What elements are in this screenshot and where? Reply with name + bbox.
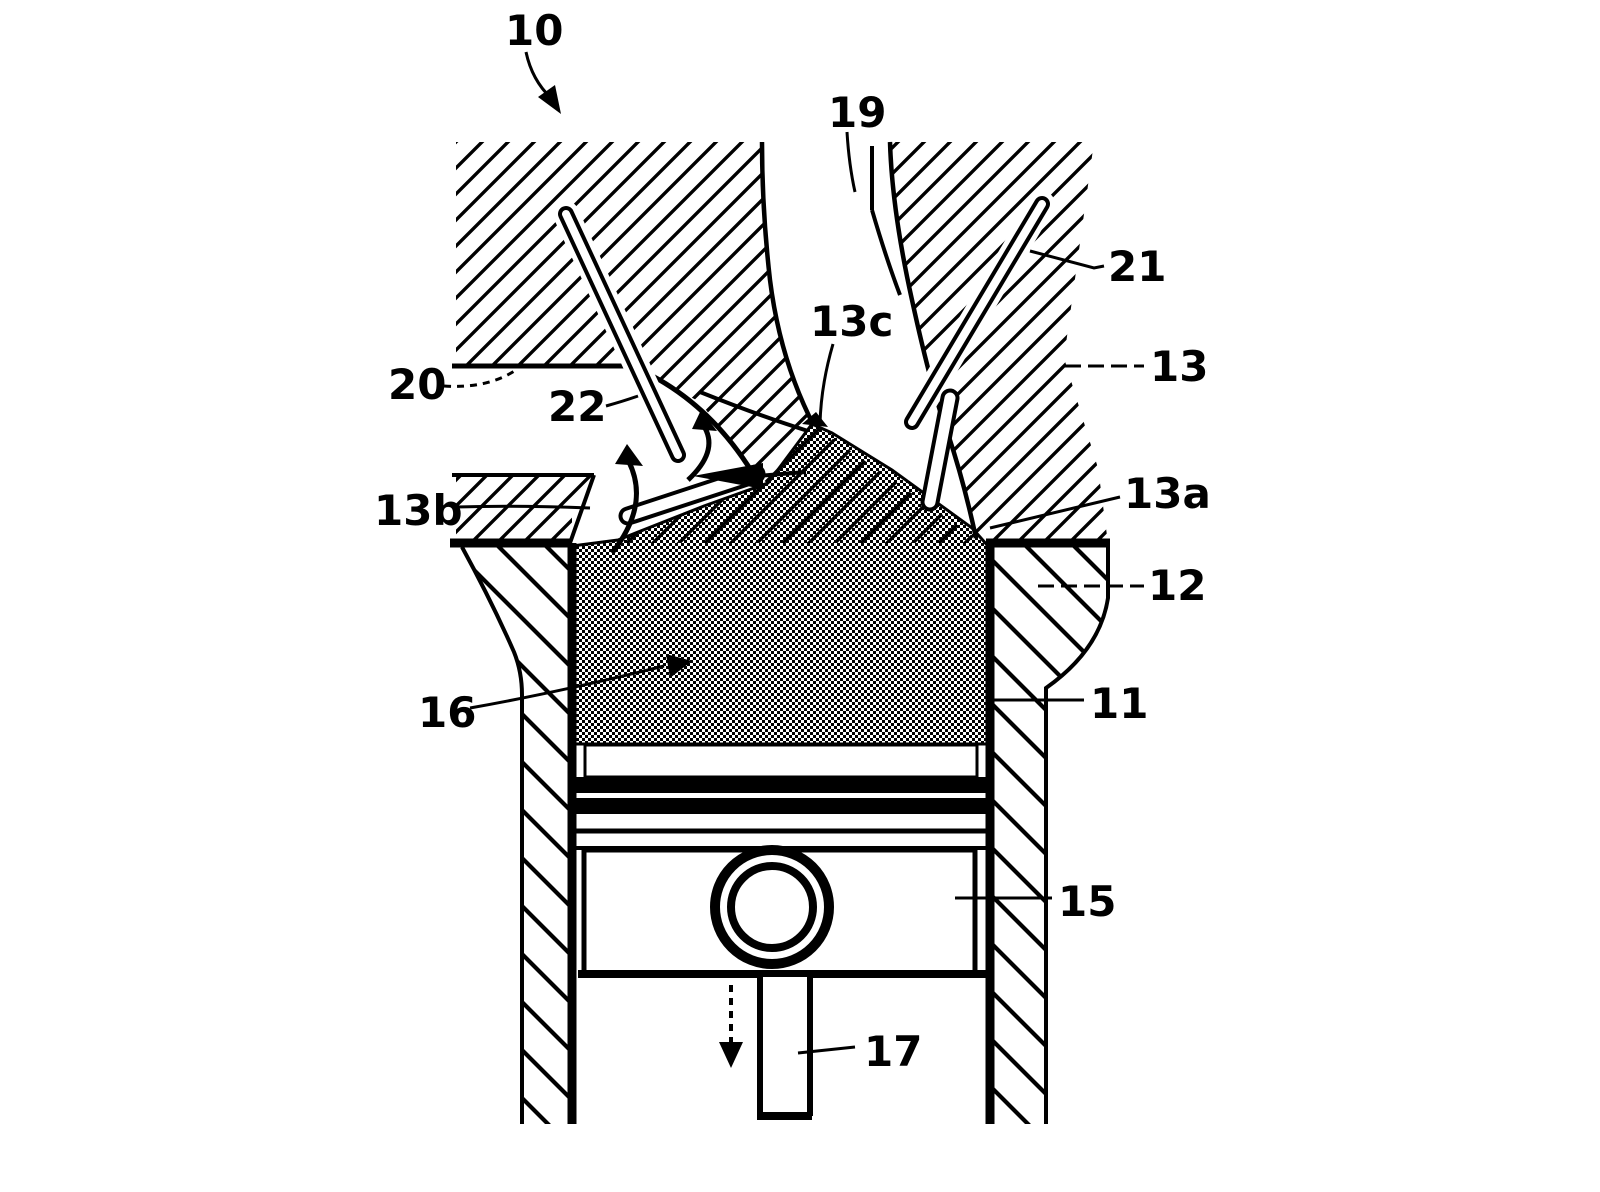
leader-20 [443,368,517,388]
label-13c: 13c [810,297,893,346]
piston-ring-1 [572,777,988,793]
label-22: 22 [548,382,606,431]
reference-labels: 10 19 21 13c 13 20 22 13b 13a 12 16 11 1… [374,6,1211,1076]
piston-motion-arrow [719,985,743,1068]
connecting-rod [757,977,813,1120]
label-10: 10 [505,6,563,55]
leader-13b [455,504,591,510]
label-20: 20 [388,360,446,409]
label-13a: 13a [1124,469,1211,518]
label-16: 16 [418,688,476,737]
label-15: 15 [1058,877,1116,926]
tumble-arrow-2 [686,410,717,482]
piston-ring-2 [572,798,988,814]
injector-channel-left-edge [759,141,817,428]
label-13b: 13b [374,486,463,535]
connecting-rod-body [763,977,807,1116]
cylinder-wall-right [985,543,1110,1124]
tumble-arrow-1 [610,444,643,555]
leader-10 [524,51,561,114]
leader-13c [818,343,835,425]
injector-nozzle-lines [870,146,902,296]
leader-21 [1029,249,1105,270]
piston [572,743,988,978]
leader-19 [845,131,857,193]
fuel-spray-arrow [693,463,807,489]
chamber-seat-arc [699,390,809,433]
label-13: 13 [1150,342,1208,391]
label-11: 11 [1090,679,1148,728]
leader-22 [605,394,639,408]
injector-channel-right-edge [887,141,979,539]
connecting-rod-edges [757,977,813,1116]
leader-17 [797,1045,856,1055]
label-12: 12 [1148,561,1206,610]
label-21: 21 [1108,242,1166,291]
leader-13a [989,495,1121,530]
leader-16 [469,654,692,710]
leader-lines [443,51,1144,1055]
exhaust-valve [899,191,1055,512]
piston-top-land [583,743,979,779]
label-17: 17 [864,1027,922,1076]
cylinder-wall-left [460,543,577,1124]
piston-pin-inner [727,862,817,952]
injector-channel [762,142,976,538]
label-19: 19 [828,88,886,137]
